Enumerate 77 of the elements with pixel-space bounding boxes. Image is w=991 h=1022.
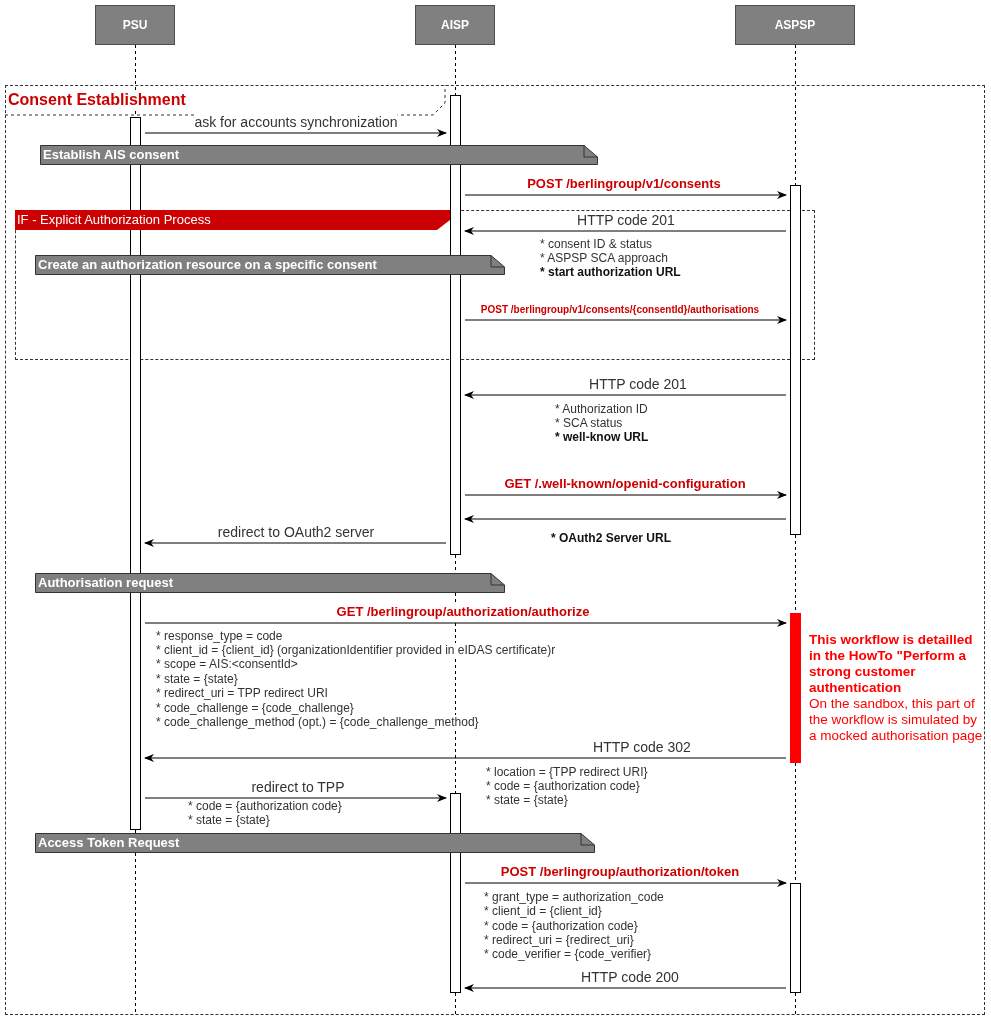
message-label: HTTP code 201 <box>577 212 675 228</box>
participant-box <box>415 5 495 45</box>
message-arrow <box>464 984 787 992</box>
lifeline <box>795 992 796 1015</box>
note-title: Create an authorization resource on a specific consent <box>38 257 377 272</box>
participant-name: AISP <box>441 18 469 32</box>
lifeline <box>135 852 136 1015</box>
note-title: Establish AIS consent <box>43 147 180 162</box>
note-banner <box>35 573 505 593</box>
participant-box <box>735 5 855 45</box>
message-arrow <box>464 227 787 235</box>
participant-name: PSU <box>122 18 148 32</box>
parameter-text: * code_challenge = {code_challenge} <box>156 701 354 715</box>
message-label: redirect to TPP <box>251 779 345 795</box>
message-label: redirect to OAuth2 server <box>217 524 375 540</box>
parameter-text: * well-know URL <box>555 430 649 444</box>
parameter-text: * code = {authorization code} <box>188 799 342 813</box>
activation-bar <box>790 883 801 993</box>
parameter-text: * redirect_uri = TPP redirect URI <box>156 686 328 700</box>
parameter-text: * code = {authorization code} <box>484 919 638 933</box>
frame-title: IF - Explicit Authorization Process <box>15 210 450 230</box>
parameter-text: * scope = AIS:<consentId> <box>156 657 298 671</box>
parameter-text: * location = {TPP redirect URI} <box>486 765 648 779</box>
message-label: ask for accounts synchronization <box>194 114 398 130</box>
note-title: Access Token Request <box>38 835 180 850</box>
activation-bar <box>450 95 461 555</box>
parameter-text: * consent ID & status <box>540 237 653 251</box>
message-arrow <box>464 491 787 499</box>
message-arrow <box>464 515 787 523</box>
message-label: POST /berlingroup/v1/consents/{consentId}/authorisations <box>480 302 760 318</box>
message-label: GET /.well-known/openid-configuration <box>504 476 746 492</box>
message-arrow <box>464 391 787 399</box>
message-label: POST /berlingroup/authorization/token <box>500 864 740 880</box>
parameter-text: * state = {state} <box>486 793 568 807</box>
note-text: On the sandbox, this part of the workflow is simulated by a mocked authorisation page <box>809 696 984 744</box>
parameter-text: * start authorization URL <box>540 265 681 279</box>
parameter-text: * SCA status <box>555 416 623 430</box>
parameter-text: * OAuth2 Server URL <box>551 531 672 545</box>
note-banner <box>35 255 505 275</box>
activation-bar <box>790 185 801 535</box>
message-label: HTTP code 302 <box>593 739 691 755</box>
parameter-text: * grant_type = authorization_code <box>484 890 664 904</box>
lifeline <box>795 44 796 186</box>
frame-title: Consent Establishment <box>8 91 186 109</box>
message-arrow <box>464 191 787 199</box>
message-label: HTTP code 200 <box>581 969 679 985</box>
note-banner <box>40 145 598 165</box>
participant-name: ASPSP <box>774 18 816 32</box>
message-arrow <box>144 129 447 137</box>
note-banner <box>35 833 595 853</box>
parameter-text: * client_id = {client_id} <box>484 904 602 918</box>
note-text: This workflow is detailled in the HowTo "Perform a strong customer authentication <box>809 632 974 696</box>
message-arrow <box>144 794 447 802</box>
participant-box <box>95 5 175 45</box>
lifeline <box>455 592 456 794</box>
parameter-text: * redirect_uri = {redirect_uri} <box>484 933 634 947</box>
message-arrow <box>144 619 787 627</box>
parameter-text: * state = {state} <box>156 672 238 686</box>
parameter-text: * Authorization ID <box>555 402 648 416</box>
parameter-text: * code_verifier = {code_verifier} <box>484 947 652 961</box>
message-arrow <box>464 316 787 324</box>
lifeline <box>455 992 456 1015</box>
lifeline <box>455 44 456 96</box>
note-title: Authorisation request <box>38 575 174 590</box>
parameter-text: * client_id = {client_id} (organizationIdentifier provided in eIDAS certificate)r <box>156 643 556 657</box>
parameter-text: * ASPSP SCA approach <box>540 251 668 265</box>
parameter-text: * code = {authorization code} <box>486 779 640 793</box>
message-arrow <box>464 879 787 887</box>
activation-bar <box>450 793 461 993</box>
message-label: HTTP code 201 <box>589 376 687 392</box>
lifeline <box>135 829 136 834</box>
parameter-text: * response_type = code <box>156 629 283 643</box>
message-label: POST /berlingroup/v1/consents <box>527 176 721 192</box>
message-arrow <box>144 754 787 762</box>
message-label: GET /berlingroup/authorization/authorize <box>336 604 590 620</box>
parameter-text: * code_challenge_method (opt.) = {code_challenge_method} <box>156 715 479 729</box>
message-arrow <box>144 539 447 547</box>
